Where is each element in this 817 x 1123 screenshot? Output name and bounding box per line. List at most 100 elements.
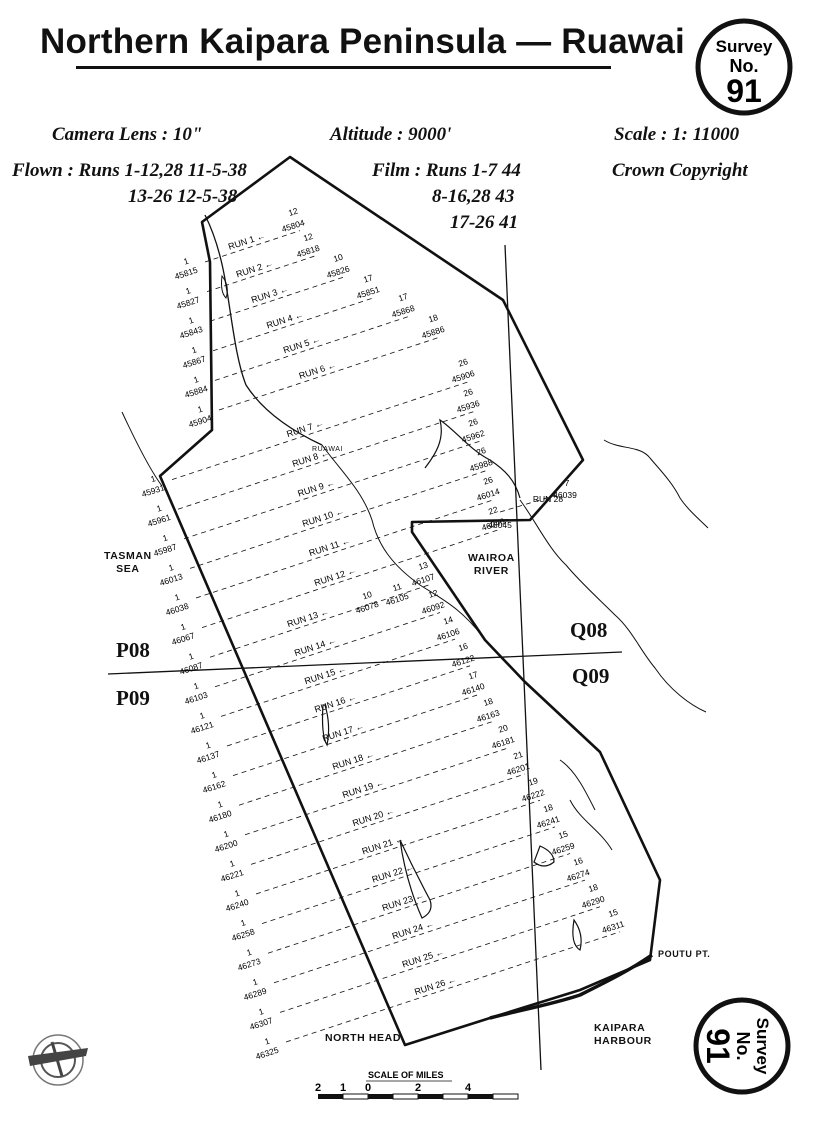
run-start-photo: 45904 xyxy=(187,413,213,430)
run-start-photo: 46258 xyxy=(230,926,256,943)
run-line xyxy=(255,799,541,895)
wairoa-river-east xyxy=(519,499,707,713)
run-start-count: 1 xyxy=(233,888,241,899)
run-start-photo: 46013 xyxy=(158,571,184,588)
run-end-photo: 45936 xyxy=(455,398,481,415)
run-end-count: 26 xyxy=(475,445,487,458)
run-start-count: 1 xyxy=(263,1036,271,1047)
run-label: RUN 26 ← xyxy=(413,974,457,997)
run-end-count: 17 xyxy=(397,291,409,304)
run-line xyxy=(267,853,571,954)
run-line xyxy=(177,410,476,510)
run-start-count: 1 xyxy=(228,858,236,869)
run-end-photo: 46106 xyxy=(435,626,461,643)
run-end-photo: 45804 xyxy=(280,217,306,234)
run-start-photo: 45987 xyxy=(152,541,178,558)
place-ruawai: RUAWAI xyxy=(312,446,344,453)
badge-bottom-no: No. xyxy=(733,1032,753,1061)
lake-north-1 xyxy=(221,274,228,299)
camera-lens-info: Camera Lens : 10" xyxy=(52,124,203,145)
run-start-photo: 46045 xyxy=(488,520,512,530)
run-start-photo: 46273 xyxy=(236,956,262,973)
run-end-photo: 45851 xyxy=(355,284,381,301)
run-start-count: 1 xyxy=(239,917,247,928)
run-end-count: 16 xyxy=(572,855,584,868)
run-start-photo: 46325 xyxy=(254,1045,280,1062)
run-end-photo: 46241 xyxy=(535,814,561,831)
run-line xyxy=(214,612,441,688)
run-start-count: 1 xyxy=(155,503,163,514)
run-end-count: 10 xyxy=(332,251,344,264)
run-start-count: 1 xyxy=(204,740,212,751)
film-info-line1: Film : Runs 1-7 44 xyxy=(372,160,521,181)
run-end-count: 12 xyxy=(302,231,314,244)
film-info-line2: 8-16,28 43 xyxy=(432,186,515,207)
run-start-count: 1 xyxy=(149,473,157,484)
run-start-count: 1 xyxy=(161,532,169,543)
run-start-photo: 46038 xyxy=(164,601,190,618)
segment-photo: 46078 xyxy=(354,599,380,616)
run-end-count: 26 xyxy=(482,474,494,487)
badge-top-no: No. xyxy=(730,56,759,76)
run-start-count: 1 xyxy=(222,828,230,839)
lake-chain-north xyxy=(204,214,323,446)
place-north-head: NORTH HEAD xyxy=(325,1032,401,1044)
scale-info: Scale : 1: 11000 xyxy=(614,124,740,145)
run-start-photo: 45843 xyxy=(178,324,204,341)
run-start-count: 1 xyxy=(187,315,195,326)
sheet-label-p08: P08 xyxy=(116,638,150,662)
lake-south-1 xyxy=(321,704,330,747)
sheet-boundary-vertical xyxy=(504,244,542,1071)
run-start-photo: 46067 xyxy=(170,630,196,647)
run-start-count: 1 xyxy=(190,344,198,355)
survey-boundary-north xyxy=(158,155,662,1047)
run-end-count: 19 xyxy=(527,775,539,788)
run-label: RUN 2 ← xyxy=(235,258,275,279)
run-label: RUN 13 ← xyxy=(286,606,330,629)
run-end-photo: 46274 xyxy=(565,867,591,884)
run-label: RUN 14 ← xyxy=(293,635,337,658)
run-label: RUN 3 ← xyxy=(250,284,290,305)
run-end-count: 18 xyxy=(587,882,599,895)
run-start-count: 1 xyxy=(245,947,253,958)
run-label: RUN 15 ← xyxy=(303,663,347,686)
run-start-count: 1 xyxy=(187,651,195,662)
run-line xyxy=(273,879,586,984)
kaipara-shoreline xyxy=(489,953,653,1020)
sheet-boundary-horizontal xyxy=(107,651,623,675)
run-start-count: 1 xyxy=(182,256,190,267)
harbour-inlets xyxy=(559,759,613,851)
run-start-count: 1 xyxy=(192,680,200,691)
run-start-count: 1 xyxy=(184,285,192,296)
run-start-count: 1 xyxy=(210,769,218,780)
run-end-photo: 46039 xyxy=(553,490,577,500)
run-end-count: 26 xyxy=(467,416,479,429)
run-start-photo: 46121 xyxy=(189,719,215,736)
sheet-label-q08: Q08 xyxy=(570,618,608,642)
run-label: RUN 10 ← xyxy=(301,506,345,529)
run-label: RUN 11 ← xyxy=(308,535,352,558)
run-start-count: 1 xyxy=(257,1006,265,1017)
run-end-count: 12 xyxy=(287,205,299,218)
run-line xyxy=(261,826,556,924)
run-label: RUN 25 ← xyxy=(401,947,445,970)
sheet-label-p09: P09 xyxy=(116,686,150,710)
run-start-count: 1 xyxy=(198,710,206,721)
run-start-photo: 45884 xyxy=(183,383,209,400)
